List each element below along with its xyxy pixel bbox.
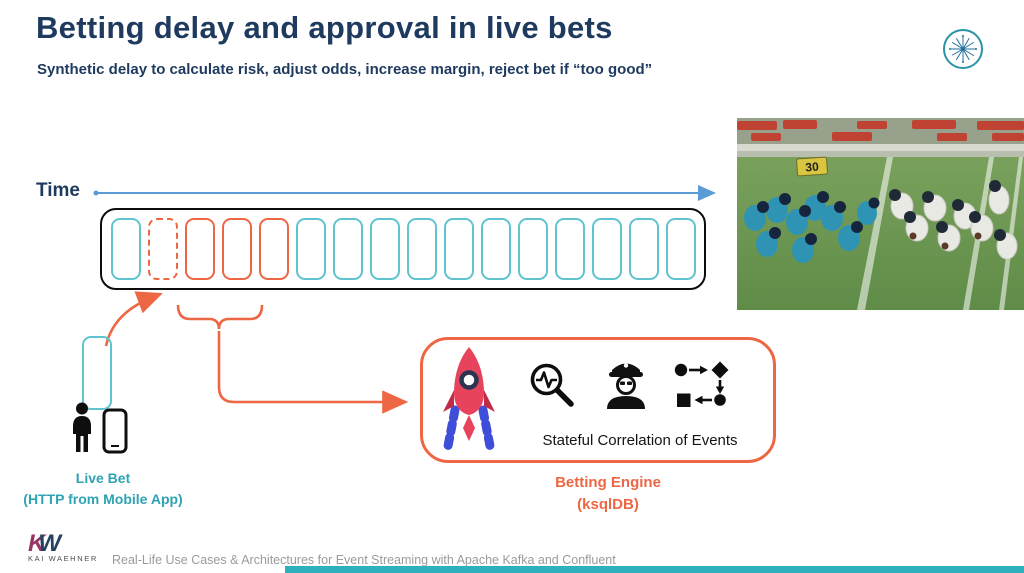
betting-engine-label-line1: Betting Engine — [555, 474, 661, 491]
timeline-cell — [592, 218, 622, 280]
timeline-cell — [148, 218, 178, 280]
event-stream-track — [100, 208, 706, 290]
police-officer-icon — [607, 363, 645, 409]
timeline-cell — [444, 218, 474, 280]
risk-analysis-magnifier-icon — [530, 363, 574, 407]
logo-letter-w: W — [38, 530, 61, 557]
timeline-cell — [518, 218, 548, 280]
mobile-phone-icon — [102, 408, 128, 454]
timeline-cell — [555, 218, 585, 280]
yard-marker-text: 30 — [805, 160, 820, 175]
live-bet-label: Live Bet (HTTP from Mobile App) — [0, 468, 206, 510]
engine-caption: Stateful Correlation of Events — [542, 432, 738, 449]
live-bet-arrow — [104, 291, 163, 347]
timeline-cell — [222, 218, 252, 280]
players-white-team — [889, 180, 1018, 260]
timeline-cell — [111, 218, 141, 280]
live-bet-label-line1: Live Bet — [75, 470, 131, 486]
delay-brace — [176, 304, 264, 330]
time-arrow-start-dot — [93, 190, 99, 196]
footer-text: Real-Life Use Cases & Architectures for … — [112, 553, 616, 567]
timeline-cell — [370, 218, 400, 280]
stadium-seats — [737, 120, 1024, 141]
time-label: Time — [36, 180, 81, 201]
timeline-cell — [333, 218, 363, 280]
ksqldb-rocket-icon — [443, 347, 495, 451]
betting-engine-label: Betting Engine (ksqlDB) — [505, 472, 711, 516]
person-icon — [73, 402, 91, 452]
timeline-cell — [666, 218, 696, 280]
kai-waehner-logo: KW KAI WAEHNER — [28, 530, 118, 563]
timeline-cell — [629, 218, 659, 280]
engine-arrow — [217, 331, 409, 414]
timeline-cell — [185, 218, 215, 280]
logo-name: KAI WAEHNER — [28, 554, 98, 563]
timeline-cell — [407, 218, 437, 280]
football-photo: 30 — [737, 118, 1024, 310]
live-bet-label-line2: (HTTP from Mobile App) — [23, 491, 183, 507]
yard-marker-sign: 30 — [796, 156, 828, 177]
live-bet-event-box — [82, 336, 112, 410]
page-title: Betting delay and approval in live bets — [36, 10, 613, 45]
betting-engine-label-line2: (ksqlDB) — [577, 495, 639, 513]
event-flow-icon — [674, 361, 729, 407]
brand-logo-icon — [943, 29, 983, 69]
timeline-cell — [296, 218, 326, 280]
players-teal-team — [744, 191, 880, 263]
timeline-cell — [259, 218, 289, 280]
bottom-accent-bar — [285, 566, 1024, 573]
page-subtitle: Synthetic delay to calculate risk, adjus… — [37, 61, 653, 78]
logo-letter-k: K — [28, 530, 46, 557]
betting-engine-box: Stateful Correlation of Events — [420, 337, 776, 463]
timeline-cell — [481, 218, 511, 280]
